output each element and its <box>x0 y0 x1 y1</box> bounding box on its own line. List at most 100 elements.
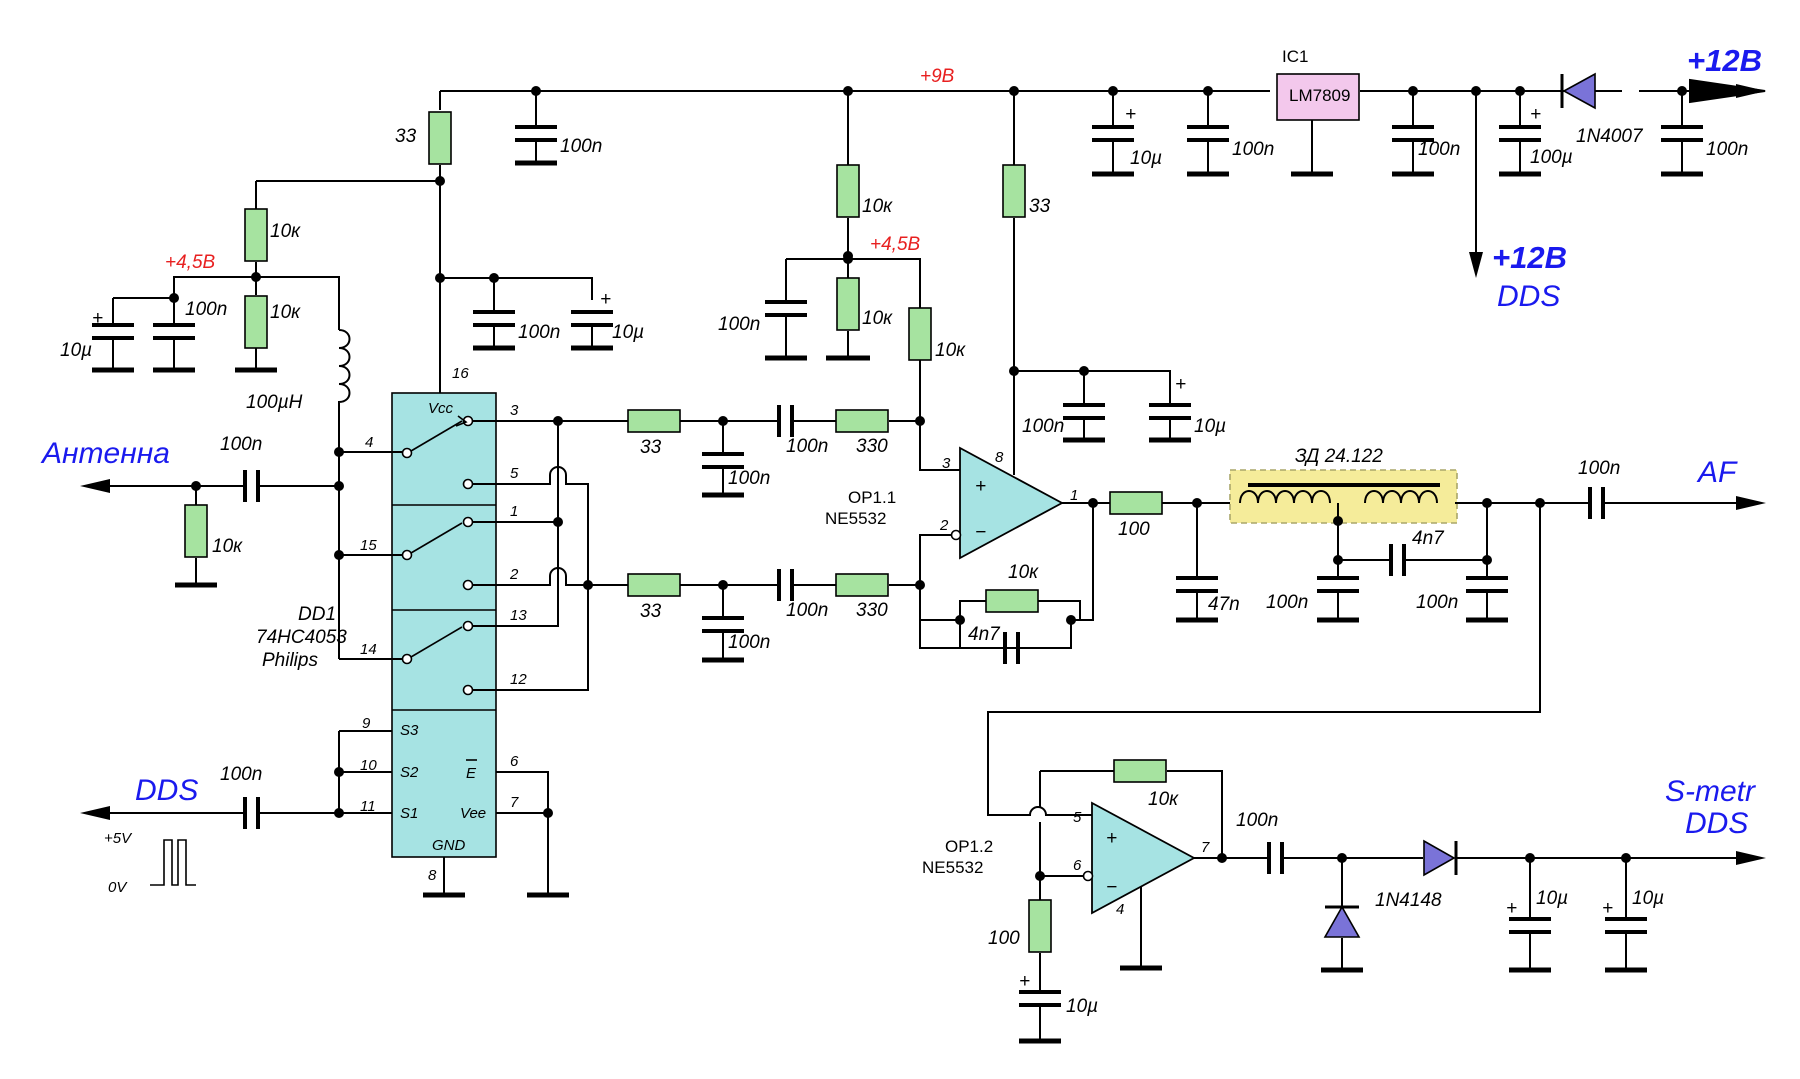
c100-r3-value: 100n <box>1706 139 1748 160</box>
c10u-d2-value: 10µ <box>1632 888 1664 909</box>
resistor-33-top <box>428 111 452 165</box>
c10u-op-value: 10µ <box>1194 416 1226 437</box>
pulse-hi-label: +5V <box>104 830 133 847</box>
c100-f2-value: 100n <box>1416 592 1458 613</box>
r10k-fb2-value: 10к <box>1148 789 1179 810</box>
diode-1n4148 <box>1423 839 1456 877</box>
resistor-10k-fb2 <box>1113 759 1167 783</box>
pin-vcc: Vcc <box>428 400 454 417</box>
r33-op-value: 33 <box>1029 196 1051 217</box>
resistor-330-s2 <box>835 573 889 597</box>
pin-12: 12 <box>510 671 527 688</box>
pin-6: 6 <box>510 753 519 770</box>
pin-1: 1 <box>510 503 518 520</box>
resistor-33-op <box>1002 164 1026 218</box>
plus-c10u-d1: + <box>1506 898 1517 919</box>
op12-type: NE5532 <box>922 858 983 877</box>
pin-11: 11 <box>360 798 376 815</box>
r10k-fb-value: 10к <box>1008 562 1039 583</box>
plus-c100u: + <box>1530 104 1541 125</box>
c10u-vcc-value: 10µ <box>612 322 644 343</box>
pin-vee: Vee <box>460 805 486 822</box>
resistor-10k-b <box>244 295 268 349</box>
pin-14: 14 <box>360 641 377 658</box>
op2-pin6: 6 <box>1073 857 1082 874</box>
r33-s2-value: 33 <box>640 601 662 622</box>
r10k-b-value: 10к <box>270 302 301 323</box>
c100-af-value: 100n <box>1578 458 1620 479</box>
resistor-10k-fb <box>985 589 1039 613</box>
smetr-label2: DDS <box>1685 807 1748 840</box>
opamp-op1-1 <box>959 446 1064 560</box>
r330-s2-value: 330 <box>856 600 888 621</box>
c10u-d1-value: 10µ <box>1536 888 1568 909</box>
c100-m-value: 100n <box>718 314 760 335</box>
c100-r1-value: 100n <box>1232 139 1274 160</box>
pin-s3: S3 <box>400 722 419 739</box>
resistor-10k-ant <box>184 504 208 558</box>
ind-label: 100µH <box>246 392 303 413</box>
regulator-lm7809 <box>1276 73 1360 121</box>
plus-c10u-op: + <box>1175 374 1186 395</box>
plus-c10u-d2: + <box>1602 898 1613 919</box>
op1-pin1: 1 <box>1070 487 1078 504</box>
c100-top1-value: 100n <box>560 136 602 157</box>
resistor-10k-a <box>244 208 268 262</box>
v12-dds-label2: DDS <box>1497 280 1560 313</box>
op2-plus: + <box>1106 828 1117 849</box>
antenna-label: Антенна <box>40 437 170 470</box>
antenna-arrow <box>80 479 110 493</box>
pin-16: 16 <box>452 365 469 382</box>
r10k-m1-value: 10к <box>862 196 893 217</box>
pin-5: 5 <box>510 465 519 482</box>
c4n7-f-value: 4n7 <box>1412 528 1445 549</box>
pin-gnd: GND <box>432 837 466 854</box>
c100-s1-value: 100n <box>786 436 828 457</box>
filter-zd24122 <box>1229 469 1458 524</box>
op11-label: OP1.1 <box>848 488 896 507</box>
rail-4v5-left: +4,5В <box>165 252 216 273</box>
c47n-value: 47n <box>1208 594 1240 615</box>
plus-c10u-l: + <box>92 308 103 329</box>
c10u-l-value: 10µ <box>60 340 92 361</box>
af-label: AF <box>1696 456 1738 489</box>
r10k-ant-value: 10к <box>212 536 243 557</box>
dd1-type: 74HC4053 <box>256 627 347 648</box>
pin-e: E <box>466 765 477 782</box>
d-det-label: 1N4148 <box>1375 890 1442 911</box>
pin-2: 2 <box>509 566 519 583</box>
op1-pin2: 2 <box>939 517 949 534</box>
c100-ant-value: 100n <box>220 434 262 455</box>
dds-in-arrow <box>80 806 110 820</box>
c4n7-fb-value: 4n7 <box>968 624 1001 645</box>
pin-13: 13 <box>510 607 527 624</box>
r33-top-value: 33 <box>395 126 417 147</box>
inductor-100uh <box>338 329 351 452</box>
v12-in-label: +12В <box>1687 43 1762 78</box>
lm-label: LM7809 <box>1289 86 1350 105</box>
resistor-330-s1 <box>835 409 889 433</box>
c100-op-value: 100n <box>1022 416 1064 437</box>
r100-g-value: 100 <box>988 928 1020 949</box>
r33-s1-value: 33 <box>640 437 662 458</box>
resistor-10k-m3 <box>908 307 932 361</box>
pin-10: 10 <box>360 757 377 774</box>
op12-label: OP1.2 <box>945 837 993 856</box>
v12-dds-arrow <box>1469 252 1483 278</box>
v12-dds-label: +12В <box>1492 240 1567 275</box>
d-power-label: 1N4007 <box>1576 126 1644 147</box>
resistor-10k-m1 <box>836 164 860 218</box>
dd1-label: DD1 <box>298 604 336 625</box>
v12-in-arrow <box>1736 84 1766 98</box>
op2-minus: − <box>1106 877 1117 898</box>
pin-3: 3 <box>510 402 519 419</box>
r10k-m3-value: 10к <box>935 340 966 361</box>
smetr-arrow <box>1736 851 1766 865</box>
op2-pin5: 5 <box>1073 809 1082 826</box>
pin-15: 15 <box>360 537 377 554</box>
c10u-g-value: 10µ <box>1066 996 1098 1017</box>
af-arrow <box>1736 496 1766 510</box>
c100-dds-value: 100n <box>220 764 262 785</box>
resistor-33-s1 <box>627 409 681 433</box>
resistor-33-s2 <box>627 573 681 597</box>
